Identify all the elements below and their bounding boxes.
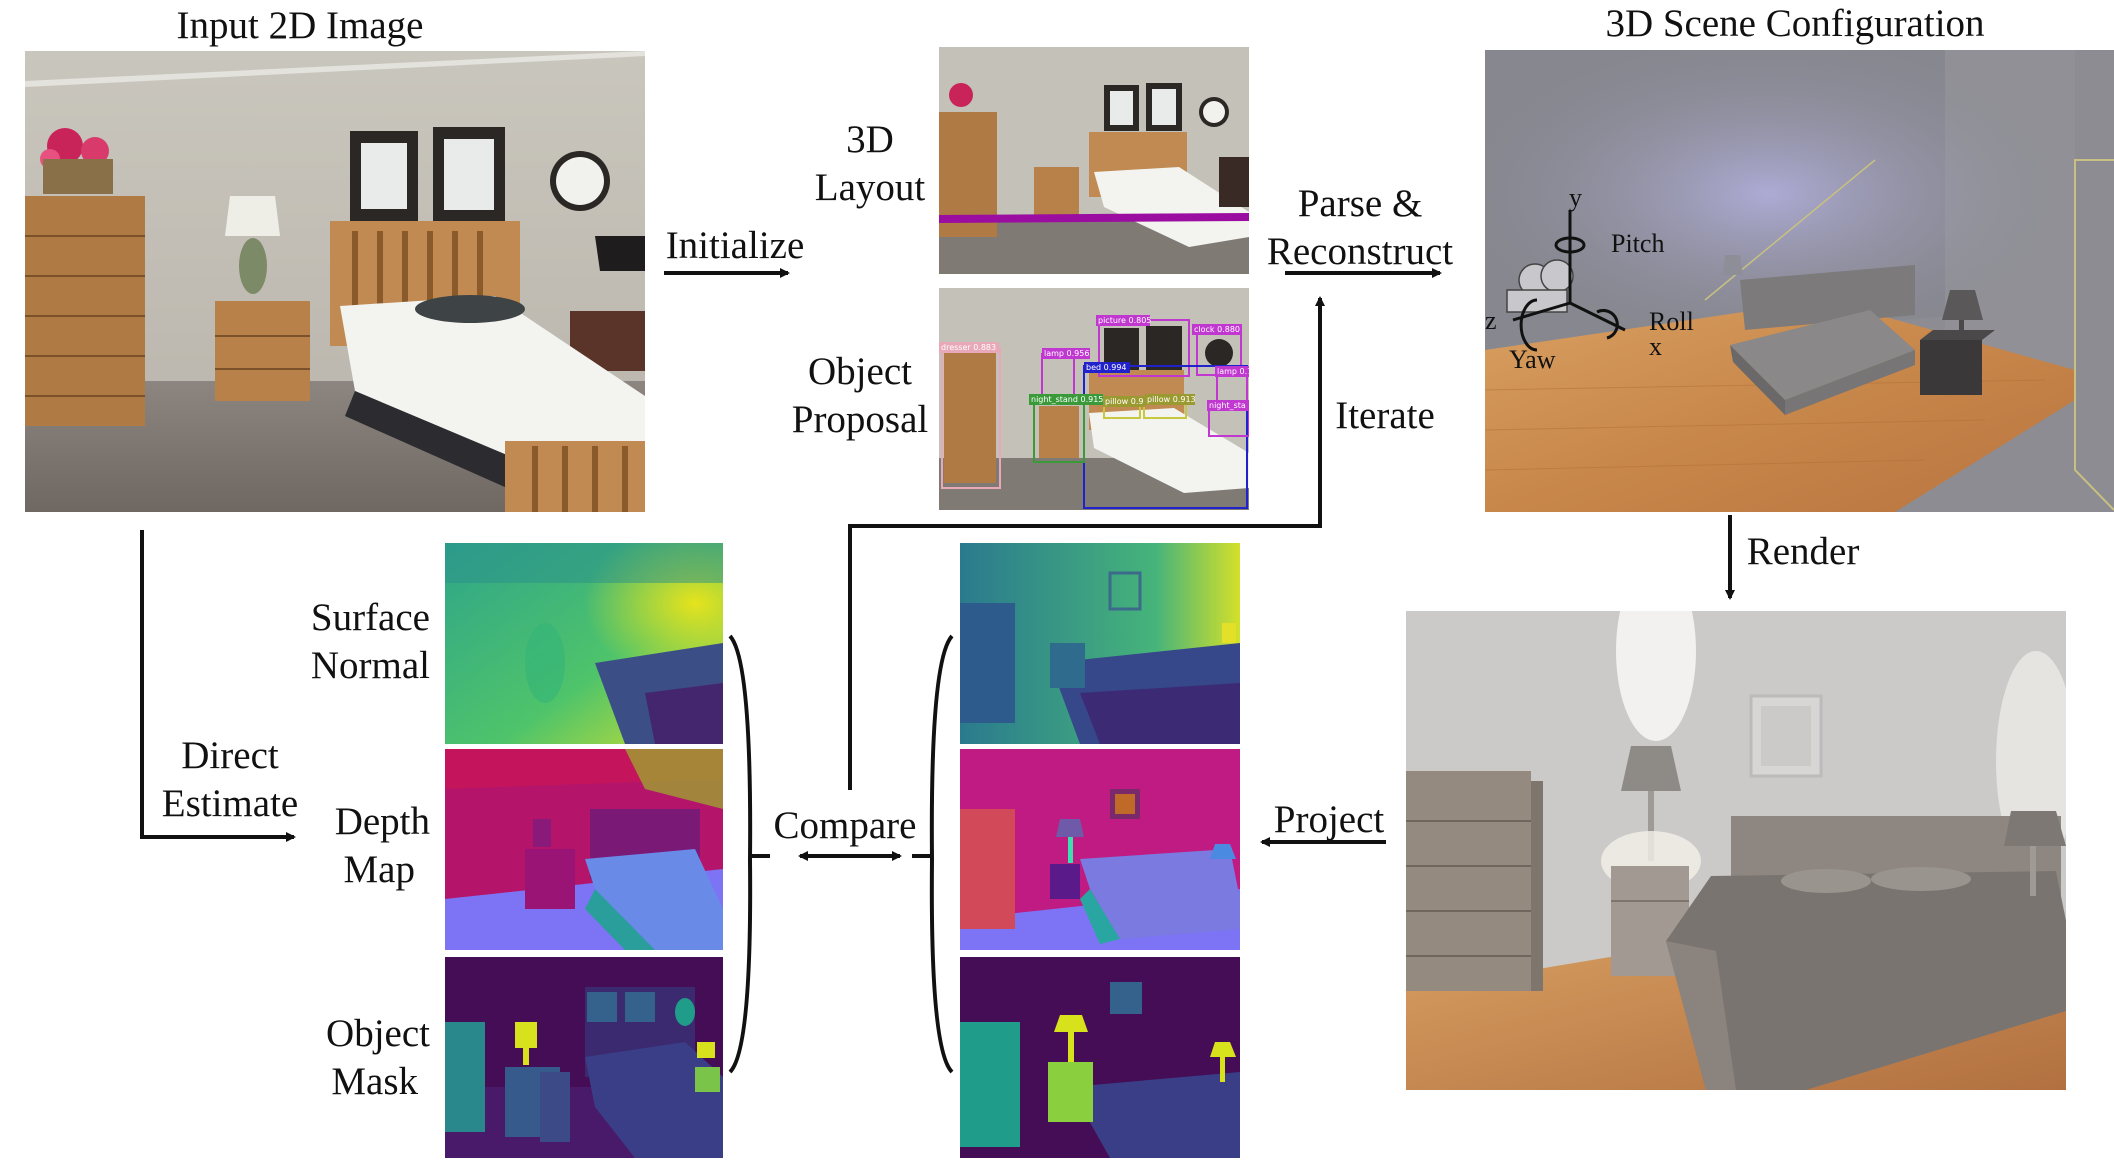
project-label: Project xyxy=(1273,798,1385,841)
direct-estimate-line1: Direct xyxy=(181,734,279,777)
estimated-depth-map xyxy=(445,749,723,950)
parse-label-line2: Reconstruct xyxy=(1266,230,1454,273)
initialize-label: Initialize xyxy=(665,224,805,267)
axis-yaw-label: Yaw xyxy=(1509,345,1556,374)
render-lamp-left xyxy=(1621,746,1681,791)
render-bed xyxy=(1666,871,2066,1090)
det-label-clock: clock 0.880 xyxy=(1194,325,1240,334)
footboard xyxy=(505,441,645,512)
axis-pitch-label: Pitch xyxy=(1611,229,1664,258)
right-group-bracket xyxy=(929,634,954,1074)
projected-depth-map xyxy=(960,749,1240,950)
scene-bed xyxy=(1730,310,1915,400)
det-label-lamp-right: lamp 0.7 xyxy=(1217,367,1249,376)
depth-map-line2: Map xyxy=(343,848,416,891)
surface-normal-line1: Surface xyxy=(310,596,430,639)
iterate-label: Iterate xyxy=(1335,394,1435,437)
det-label-picture: picture 0.805 xyxy=(1098,316,1151,325)
layout-label-line1: 3D xyxy=(846,118,894,161)
layout-label-line2: Layout xyxy=(814,166,926,209)
proposal-label-line2: Proposal xyxy=(791,398,929,441)
layout-floor-line xyxy=(939,213,1249,223)
surface-normal-line2: Normal xyxy=(310,644,430,687)
object-proposal-thumbnail: picture 0.805 clock 0.880 dresser 0.883 … xyxy=(939,288,1249,510)
axis-gizmo xyxy=(1512,210,1626,352)
det-label-bed: bed 0.994 xyxy=(1086,363,1127,372)
axis-x-label: x xyxy=(1649,332,1662,361)
render-label: Render xyxy=(1746,530,1860,573)
compare-label: Compare xyxy=(773,804,917,847)
scene-lamp xyxy=(1942,290,1983,320)
projected-surface-normal xyxy=(960,543,1240,744)
scene-config-title: 3D Scene Configuration xyxy=(1605,2,1985,45)
scene-configuration-view: y z x Pitch Roll Yaw xyxy=(1485,50,2114,512)
det-label-nightstand: night_stand 0.915 xyxy=(1031,395,1103,404)
input-image-title: Input 2D Image xyxy=(176,4,424,47)
rendered-image xyxy=(1406,611,2066,1090)
axis-roll-label: Roll xyxy=(1649,307,1694,336)
depth-map-line1: Depth xyxy=(334,800,430,843)
left-group-bracket xyxy=(728,634,753,1074)
parse-label-line1: Parse & xyxy=(1297,182,1423,225)
scene-nightstand xyxy=(1920,340,1982,395)
nightstand-left xyxy=(215,301,310,401)
dresser xyxy=(25,196,145,426)
render-lamp-right xyxy=(2004,811,2066,846)
input-2d-image xyxy=(25,51,645,512)
axis-z-label: z xyxy=(1485,306,1497,335)
estimated-surface-normal xyxy=(445,543,723,744)
det-label-nightstand-right: night_sta xyxy=(1209,401,1246,410)
object-mask-line2: Mask xyxy=(331,1060,418,1103)
object-mask-line1: Object xyxy=(326,1012,430,1055)
estimated-object-mask xyxy=(445,957,723,1158)
proposal-label-line1: Object xyxy=(808,350,912,393)
det-label-dresser: dresser 0.883 xyxy=(941,343,996,352)
axis-y-label: y xyxy=(1569,183,1582,212)
layout-thumbnail xyxy=(939,47,1249,274)
det-label-pillow-1: pillow 0.9 xyxy=(1105,397,1143,406)
det-label-lamp: lamp 0.956 xyxy=(1044,349,1089,358)
projected-object-mask xyxy=(960,957,1240,1158)
det-label-pillow-2: pillow 0.913 xyxy=(1147,395,1196,404)
render-dresser xyxy=(1406,771,1531,991)
